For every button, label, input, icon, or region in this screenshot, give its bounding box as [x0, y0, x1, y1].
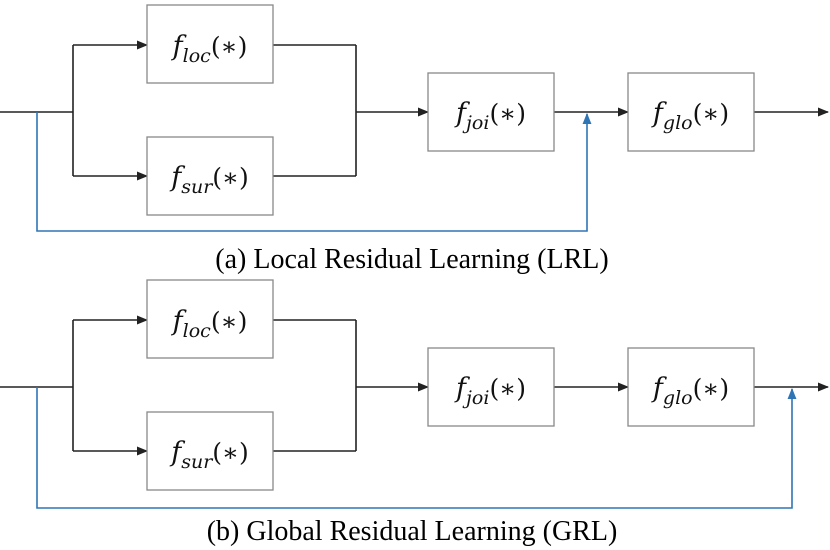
block-label: fjoi(∗)	[454, 98, 526, 134]
block-sur-b: fsur(∗)	[146, 411, 274, 491]
block-label: fglo(∗)	[651, 373, 729, 409]
residual-path-a	[36, 112, 592, 232]
block-box	[146, 136, 274, 216]
block-box	[146, 411, 274, 491]
residual-connection-a	[36, 112, 592, 232]
residual-path-b	[36, 387, 797, 509]
block-box	[146, 279, 274, 359]
panel-a: floc(∗) fsur(∗) fjoi(∗) fglo(∗) (a) Loca…	[0, 4, 830, 275]
block-label: fsur(∗)	[169, 437, 249, 473]
block-loc-b: floc(∗)	[146, 279, 274, 359]
block-glo-a: fglo(∗)	[627, 72, 755, 152]
residual-connection-b	[36, 387, 797, 509]
block-sur-a: fsur(∗)	[146, 136, 274, 216]
block-box	[427, 347, 555, 427]
main-flow-b	[0, 315, 830, 456]
block-label: fjoi(∗)	[454, 373, 526, 409]
block-label: floc(∗)	[171, 31, 248, 67]
block-joi-b: fjoi(∗)	[427, 347, 555, 427]
panel-b: floc(∗) fsur(∗) fjoi(∗) fglo(∗) (b) Glob…	[0, 279, 830, 547]
block-glo-b: fglo(∗)	[627, 347, 755, 427]
block-label: fsur(∗)	[169, 162, 249, 198]
block-box	[146, 4, 274, 84]
block-box	[627, 347, 755, 427]
block-box	[427, 72, 555, 152]
caption-a: (a) Local Residual Learning (LRL)	[215, 244, 608, 275]
caption-b: (b) Global Residual Learning (GRL)	[207, 516, 618, 547]
block-joi-a: fjoi(∗)	[427, 72, 555, 152]
main-flow-a	[0, 40, 830, 181]
block-box	[627, 72, 755, 152]
block-loc-a: floc(∗)	[146, 4, 274, 84]
block-label: floc(∗)	[171, 306, 248, 342]
